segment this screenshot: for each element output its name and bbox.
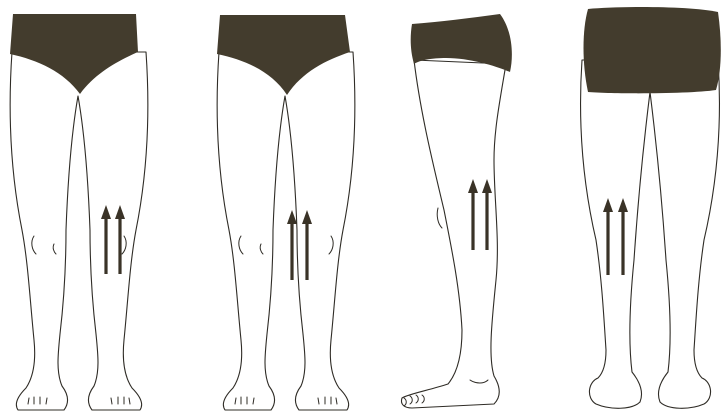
- figure-back: [581, 7, 721, 408]
- up-arrow-icon: [287, 210, 297, 280]
- figure-front-2: [217, 15, 355, 410]
- leg-outline: [401, 60, 506, 408]
- knee-line: [437, 208, 442, 228]
- figure-side: [401, 14, 511, 408]
- legs-outline: [581, 60, 720, 408]
- figure-front-1: [10, 14, 148, 410]
- legs-outline: [217, 52, 355, 410]
- underwear: [584, 7, 721, 93]
- legs-outline: [10, 52, 148, 410]
